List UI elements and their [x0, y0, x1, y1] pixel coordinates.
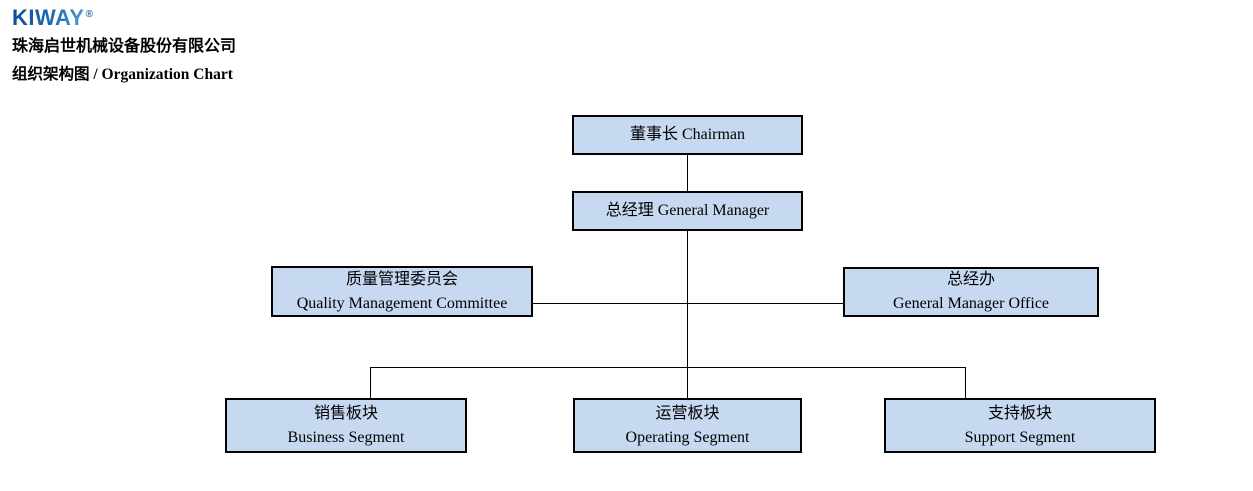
- node-operating-segment: 运营板块 Operating Segment: [573, 398, 802, 453]
- node-label-en: General Manager Office: [892, 295, 1050, 312]
- company-name: 珠海启世机械设备股份有限公司: [12, 38, 237, 55]
- node-support-segment: 支持板块 Support Segment: [884, 398, 1156, 453]
- connector-gm-trunk: [687, 231, 688, 398]
- node-label: 总经理 General Manager: [605, 202, 770, 219]
- node-chairman: 董事长 Chairman: [572, 115, 803, 155]
- connector-chairman-gm: [687, 155, 688, 191]
- kiway-logo: KIWAY®: [12, 3, 93, 30]
- registered-trademark-symbol: ®: [85, 9, 94, 20]
- node-label-zh: 质量管理委员会: [345, 270, 458, 288]
- node-label-zh: 支持板块: [987, 404, 1052, 422]
- node-business-segment: 销售板块 Business Segment: [225, 398, 467, 453]
- node-general-manager: 总经理 General Manager: [572, 191, 803, 231]
- node-label-en: Quality Management Committee: [296, 294, 508, 312]
- connector-committee-office: [533, 303, 843, 304]
- node-label-zh: 运营板块: [655, 404, 720, 422]
- connector-segments-horizontal: [370, 367, 966, 368]
- node-general-manager-office: 总经办 General Manager Office: [843, 267, 1099, 317]
- page-title: 组织架构图 / Organization Chart: [12, 66, 233, 83]
- node-label-en: Business Segment: [287, 428, 405, 446]
- connector-drop-support: [965, 367, 966, 398]
- node-label: 董事长 Chairman: [629, 126, 746, 143]
- node-label-zh: 总经办: [946, 271, 995, 288]
- connector-drop-business: [370, 367, 371, 398]
- node-label-zh: 销售板块: [313, 404, 378, 422]
- node-label-en: Support Segment: [964, 428, 1076, 446]
- node-label-en: Operating Segment: [625, 428, 750, 446]
- logo-text: KIWAY: [12, 5, 85, 31]
- node-quality-management-committee: 质量管理委员会 Quality Management Committee: [271, 266, 533, 317]
